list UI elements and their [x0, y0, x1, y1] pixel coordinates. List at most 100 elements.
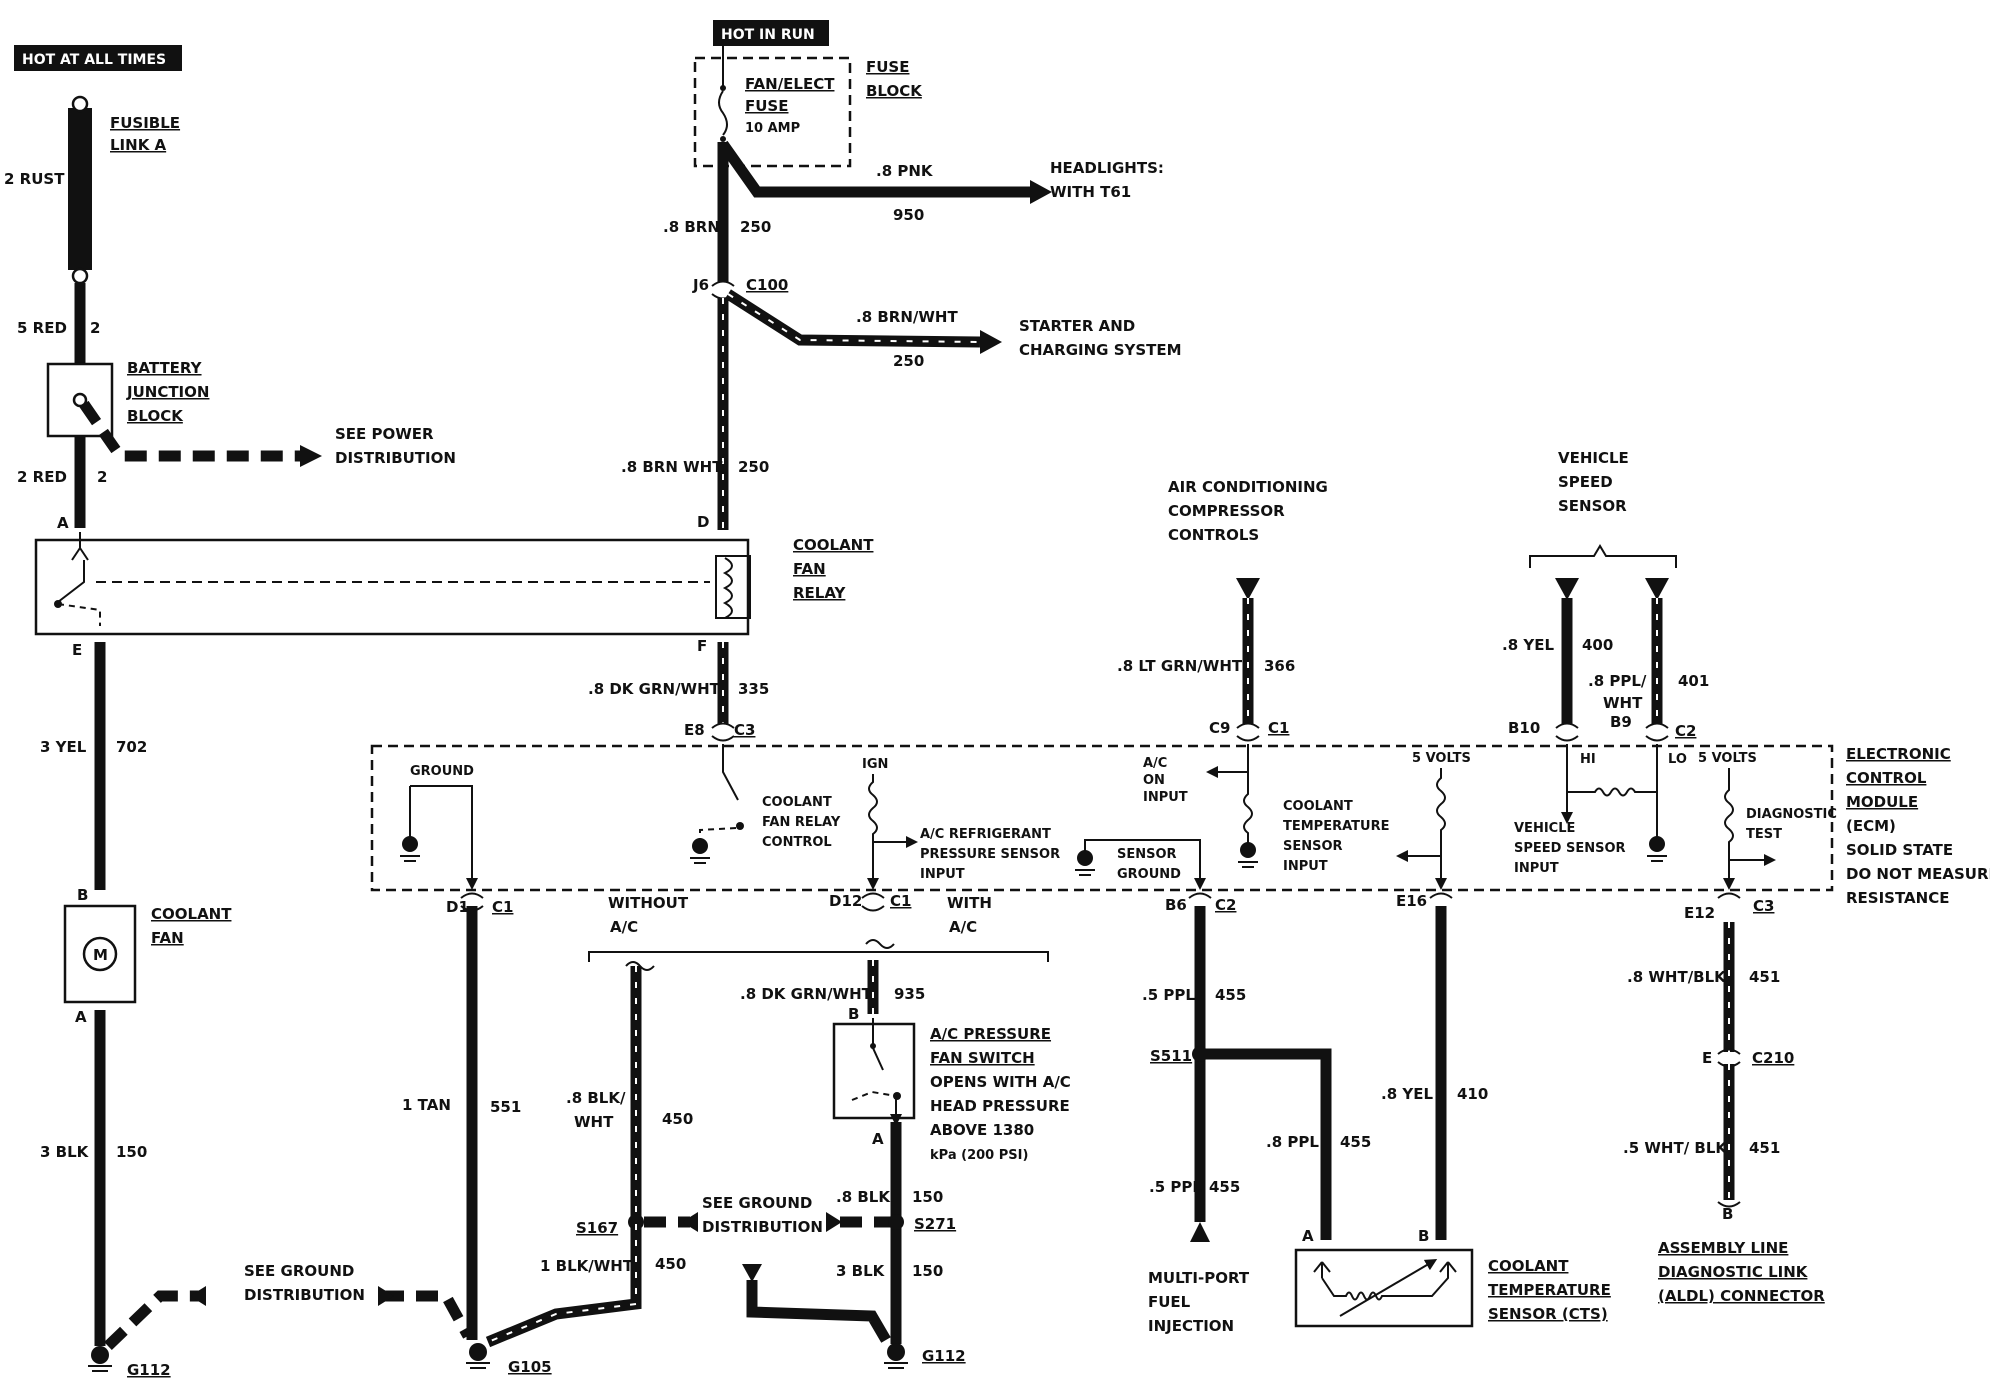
wire-ppl-455-label: .5 PPL	[1142, 986, 1195, 1004]
ecm-internal-ground-3	[1075, 850, 1095, 876]
ac-switch-label: A/C PRESSURE	[930, 1025, 1051, 1043]
hot-at-all-times-header: HOT AT ALL TIMES	[14, 45, 182, 71]
wire-1-blk-wht-circuit: 450	[655, 1255, 686, 1273]
ac-switch-pin-b: B	[848, 1005, 859, 1023]
wire-brn-wht-relay-label: .8 BRN WHT	[621, 458, 723, 476]
wire-8-ppl-455	[1204, 1048, 1332, 1240]
mpfi-label: MULTI-PORT	[1148, 1269, 1250, 1287]
see-power-distribution-label: SEE POWER	[335, 425, 434, 443]
relay-pin-a-terminal	[71, 532, 89, 561]
wire-wht-blk-label: .8 WHT/BLK	[1627, 968, 1727, 986]
ac-compressor-label-3: CONTROLS	[1168, 526, 1259, 544]
vss-input-label-3: INPUT	[1514, 861, 1559, 876]
pin-c9: C9	[1209, 719, 1230, 737]
hot-at-all-times-label: HOT AT ALL TIMES	[22, 52, 166, 68]
wire-3-blk-150-circuit: 150	[912, 1262, 943, 1280]
relay-pin-d: D	[697, 513, 709, 531]
coolant-fan-relay	[34, 538, 750, 636]
vss-label-3: SENSOR	[1558, 497, 1627, 515]
wire-lt-grn-wht-label: .8 LT GRN/WHT	[1117, 657, 1243, 675]
connector-c2-bottom: C2	[1215, 896, 1236, 914]
vss-input-resistor	[1567, 787, 1657, 797]
ac-switch-pin-a: A	[872, 1130, 884, 1148]
relay-control-label-3: CONTROL	[762, 835, 832, 850]
wire-2-red-label: 2 RED	[17, 468, 67, 486]
ground-g105	[466, 1343, 490, 1369]
ign-label: IGN	[862, 757, 888, 772]
wire-3-yel-label: 3 YEL	[40, 738, 87, 756]
ecm-label-5: SOLID STATE	[1846, 841, 1953, 859]
wire-brn-wht-label: .8 BRN/WHT	[856, 308, 958, 326]
wire-3-blk-circuit: 150	[116, 1143, 147, 1161]
vss-hi-label: HI	[1580, 752, 1596, 767]
fan-elect-fuse-label-2: FUSE	[745, 97, 788, 115]
cts-input-label: COOLANT	[1283, 799, 1353, 814]
wire-ppl-455-b-circuit: 455	[1209, 1178, 1240, 1196]
ac-on-label-2: ON	[1143, 773, 1165, 788]
coolant-fan-label: COOLANT	[151, 905, 232, 923]
wire-brn-label: .8 BRN	[663, 218, 720, 236]
mpfi-label-3: INJECTION	[1148, 1317, 1234, 1335]
vss-input-label: VEHICLE	[1514, 821, 1575, 836]
wire-pnk-label: .8 PNK	[876, 162, 934, 180]
electronic-control-module	[370, 744, 1834, 892]
with-ac-label-2: A/C	[949, 918, 977, 936]
fusible-link	[68, 95, 92, 285]
ac-refrigerant-label-2: PRESSURE SENSOR	[920, 847, 1060, 862]
wire-blk-wht-label-2: WHT	[574, 1113, 614, 1131]
connector-c3-top: C3	[734, 721, 755, 739]
ecm-label: ELECTRONIC	[1846, 745, 1951, 763]
power-distribution-wire	[79, 400, 300, 462]
ecm-label-7: RESISTANCE	[1846, 889, 1949, 907]
wire-blk-150-circuit: 150	[912, 1188, 943, 1206]
wire-tan-label: 1 TAN	[402, 1096, 451, 1114]
wire-dk-grn-wht-circuit: 335	[738, 680, 769, 698]
ecm-label-2: CONTROL	[1846, 769, 1927, 787]
fan-pin-b: B	[77, 886, 88, 904]
relay-contact	[57, 560, 85, 603]
splice-s271: S271	[914, 1215, 956, 1233]
wire-5-wht-blk-label: .5 WHT/ BLK	[1623, 1139, 1728, 1157]
aldl-label-2: DIAGNOSTIC LINK	[1658, 1263, 1809, 1281]
five-volts-label-2: 5 VOLTS	[1698, 751, 1757, 766]
fusible-link-label: FUSIBLE	[110, 114, 180, 132]
wire-ppl-455-circuit: 455	[1215, 986, 1246, 1004]
wire-ppl-wht-circuit: 401	[1678, 672, 1709, 690]
splice-j6-pin: J6	[692, 276, 709, 294]
wire-5-wht-blk-circuit: 451	[1749, 1139, 1780, 1157]
with-ac-label: WITH	[947, 894, 992, 912]
cts-pin-b: B	[1418, 1227, 1429, 1245]
vss-bracket	[1529, 544, 1677, 568]
relay-nc-contact	[57, 603, 101, 626]
wire-tan-circuit: 551	[490, 1098, 521, 1116]
ac-option-bracket	[588, 951, 1049, 962]
cts-thermistor	[1313, 1261, 1457, 1301]
wire-5-red-circuit: 2	[90, 319, 100, 337]
battery-junction-label-2: JUNCTION	[126, 383, 209, 401]
connector-c100-label: C100	[746, 276, 788, 294]
connector-c1-c: C1	[890, 892, 911, 910]
motor-symbol: M	[93, 946, 108, 964]
vss-input-label-2: SPEED SENSOR	[1514, 841, 1626, 856]
pin-b10: B10	[1508, 719, 1540, 737]
pin-b6: B6	[1165, 896, 1187, 914]
connector-c3-bottom: C3	[1753, 897, 1774, 915]
relay-pin-a: A	[57, 514, 69, 532]
pin-e12: E12	[1684, 904, 1715, 922]
ac-refrigerant-label-3: INPUT	[920, 867, 965, 882]
splice-s167: S167	[576, 1219, 618, 1237]
headlights-label: HEADLIGHTS:	[1050, 159, 1164, 177]
battery-junction-label-3: BLOCK	[127, 407, 184, 425]
wire-dk-grn-wht-label: .8 DK GRN/WHT	[588, 680, 721, 698]
sensor-ground-label: SENSOR	[1117, 847, 1177, 862]
fuse-element	[718, 90, 728, 136]
relay-control-switch	[722, 744, 739, 801]
ac-switch-label-5: ABOVE 1380	[930, 1121, 1034, 1139]
sensor-ground-label-2: GROUND	[1117, 867, 1181, 882]
ecm-ground-label: GROUND	[410, 764, 474, 779]
coolant-temperature-sensor	[1294, 1248, 1474, 1328]
relay-control-label-2: FAN RELAY	[762, 815, 841, 830]
fan-elect-fuse-label: FAN/ELECT	[745, 75, 835, 93]
diagnostic-label: DIAGNOSTIC	[1746, 807, 1837, 822]
wire-dk-grn-wht-935-label: .8 DK GRN/WHT	[740, 985, 873, 1003]
